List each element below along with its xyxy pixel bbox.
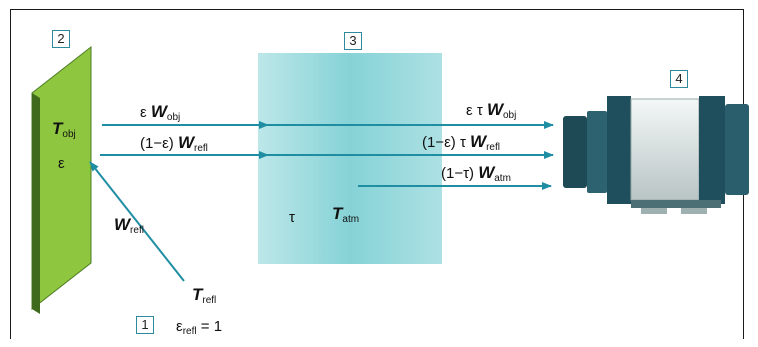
marker-3: 3	[344, 32, 362, 50]
label-arrow1-left: ε Wobj	[140, 102, 181, 123]
object-plate-front	[31, 45, 92, 311]
label-arrow3-right: (1−τ) Watm	[441, 163, 511, 184]
camera	[563, 96, 749, 214]
label-w-refl-incoming: Wrefl	[114, 215, 144, 236]
marker-2: 2	[52, 30, 70, 48]
label-t-refl: Trefl	[192, 285, 217, 306]
atmosphere-block	[258, 53, 442, 264]
label-eps-obj: ε	[58, 155, 65, 172]
label-arrow2-left: (1−ε) Wrefl	[140, 133, 208, 154]
object-plate-edge	[32, 93, 40, 314]
label-arrow2-right: (1−ε) τ Wrefl	[422, 132, 500, 153]
marker-1: 1	[136, 316, 154, 334]
label-t-atm: Tatm	[332, 204, 360, 225]
marker-4: 4	[670, 70, 688, 88]
label-t-obj: Tobj	[52, 119, 76, 140]
label-tau: τ	[289, 209, 295, 226]
arrow-refl-incoming	[89, 161, 185, 282]
label-eps-refl: εrefl = 1	[176, 318, 223, 337]
label-arrow1-right: ε τ Wobj	[466, 100, 517, 121]
